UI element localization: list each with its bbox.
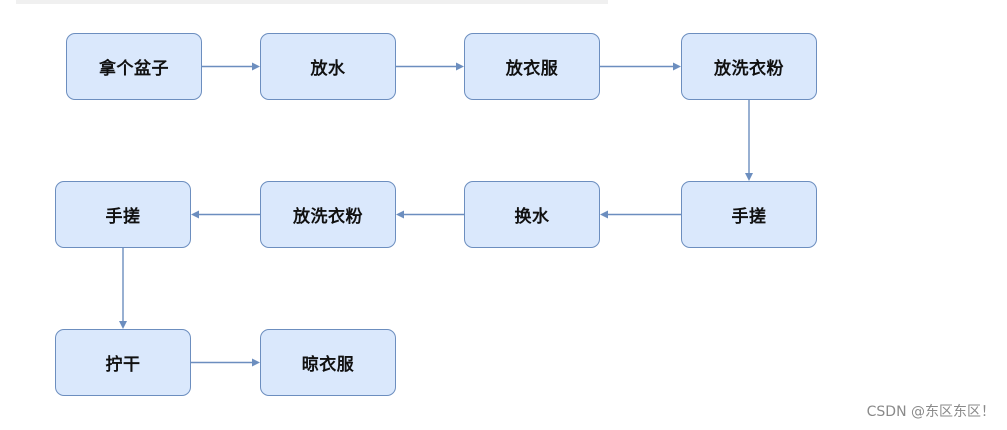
step-label: 拧干 [105,355,141,375]
arrowhead-icon [252,358,260,367]
step-label: 拿个盆子 [99,59,169,79]
arrowhead-icon [191,210,199,219]
top-divider [16,0,608,4]
arrowhead-icon [745,173,753,181]
step-hand-scrub: 手搓 [681,181,817,248]
step-label: 手搓 [105,207,141,227]
arrowhead-icon [252,62,260,71]
step-get-basin: 拿个盆子 [66,33,202,100]
arrowhead-icon [119,321,127,329]
watermark: CSDN @东区东区！ [866,404,995,420]
step-hang-clothes: 晾衣服 [260,329,396,396]
arrowhead-icon [396,210,404,219]
arrowhead-icon [600,210,608,219]
step-add-detergent: 放洗衣粉 [681,33,817,100]
step-label: 放水 [310,59,346,79]
step-label: 放衣服 [505,59,559,79]
step-label: 换水 [514,207,550,227]
arrowhead-icon [673,62,681,71]
arrowhead-icon [456,62,464,71]
step-hand-scrub-again: 手搓 [55,181,191,248]
step-label: 晾衣服 [301,355,355,375]
step-label: 手搓 [731,207,767,227]
step-add-detergent-again: 放洗衣粉 [260,181,396,248]
step-label: 放洗衣粉 [293,207,363,227]
step-wring-dry: 拧干 [55,329,191,396]
step-add-water: 放水 [260,33,396,100]
step-label: 放洗衣粉 [714,59,784,79]
step-change-water: 换水 [464,181,600,248]
step-add-clothes: 放衣服 [464,33,600,100]
